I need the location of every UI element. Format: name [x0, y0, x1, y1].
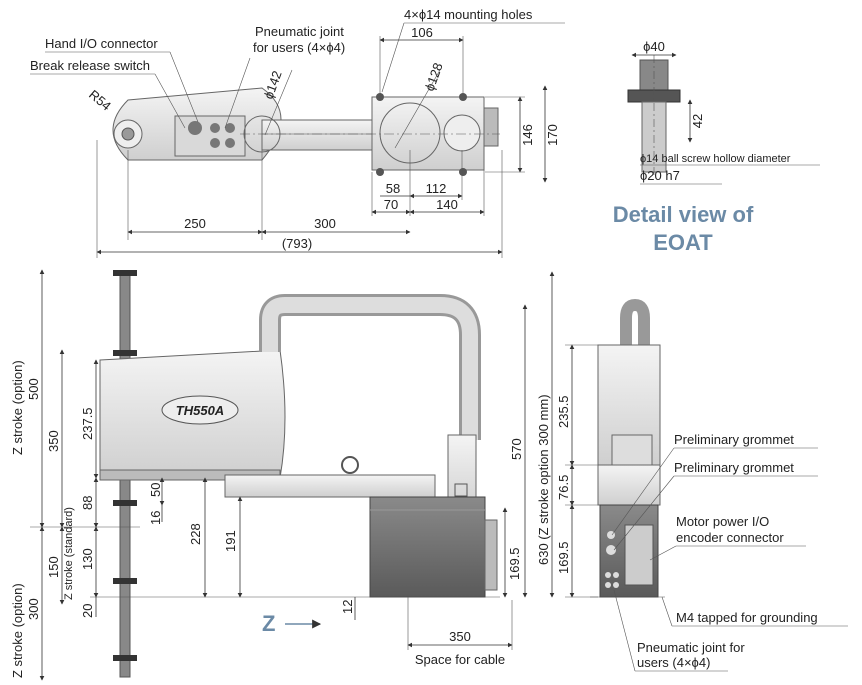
label-pneumatic-bottom-2: users (4×ϕ4) — [637, 655, 710, 670]
dim-228: 228 — [188, 523, 203, 545]
dim-300-h: 300 — [314, 216, 336, 231]
dim-112: 112 — [426, 181, 447, 196]
label-break-release: Break release switch — [30, 58, 150, 73]
dim-phi128: ϕ128 — [422, 61, 446, 93]
dim-140: 140 — [436, 197, 458, 212]
dim-58: 58 — [386, 181, 400, 196]
dim-235-5: 235.5 — [556, 395, 571, 428]
label-grommet-1: Preliminary grommet — [674, 432, 794, 447]
dim-z-standard: Z stroke (standard) — [63, 507, 75, 600]
dim-12: 12 — [340, 600, 355, 614]
label-hand-io: Hand I/O connector — [45, 36, 158, 51]
dim-250: 250 — [184, 216, 206, 231]
dim-170: 170 — [545, 124, 560, 146]
label-detail-1: Detail view of — [613, 202, 754, 227]
dim-237-5: 237.5 — [80, 407, 95, 440]
dim-50: 50 — [148, 483, 163, 497]
label-grommet-2: Preliminary grommet — [674, 460, 794, 475]
dim-146: 146 — [520, 124, 535, 146]
dim-630: 630 (Z stroke option 300 mm) — [536, 394, 551, 565]
label-pneumatic-top-2: for users (4×ϕ4) — [253, 40, 345, 55]
label-mounting-holes: 4×ϕ14 mounting holes — [404, 7, 533, 22]
dim-350-v: 350 — [46, 430, 61, 452]
dim-70: 70 — [384, 197, 398, 212]
side-view: TH550A Z stroke (option) 500 350 237.5 8… — [10, 269, 555, 681]
dim-150: 150 — [46, 556, 61, 578]
label-h7: ϕ20 h7 — [640, 168, 680, 183]
dim-76-5: 76.5 — [556, 475, 571, 500]
dim-r54: R54 — [86, 87, 114, 114]
dim-300-v: 300 — [26, 598, 41, 620]
label-pneumatic-top-1: Pneumatic joint — [255, 24, 344, 39]
model-badge: TH550A — [176, 403, 224, 418]
dim-130: 130 — [80, 548, 95, 570]
label-z-arrow: Z — [262, 611, 275, 636]
label-detail-2: EOAT — [653, 230, 713, 255]
eoat-detail: ϕ40 42 ϕ14 ball screw hollow diameter ϕ2… — [613, 39, 820, 255]
label-pneumatic-bottom-1: Pneumatic joint for — [637, 640, 745, 655]
label-motor-1: Motor power I/O — [676, 514, 769, 529]
dim-z-option-lower: Z stroke (option) — [10, 583, 25, 678]
dim-570: 570 — [509, 438, 524, 460]
dim-phi40: ϕ40 — [643, 39, 665, 54]
label-ground: M4 tapped for grounding — [676, 610, 818, 625]
dim-16: 16 — [148, 511, 163, 525]
dim-z-option-upper: Z stroke (option) — [10, 360, 25, 455]
dim-106: 106 — [411, 25, 433, 40]
dim-88: 88 — [80, 496, 95, 510]
dim-42: 42 — [690, 114, 705, 128]
dim-500: 500 — [26, 378, 41, 400]
dim-350-h: 350 — [449, 629, 471, 644]
dim-169-5-a: 169.5 — [507, 547, 522, 580]
dim-793: (793) — [282, 236, 312, 251]
top-view: 106 146 170 58 112 70 140 250 300 (793) … — [30, 7, 565, 258]
dim-191: 191 — [223, 530, 238, 552]
label-cable-space: Space for cable — [415, 652, 505, 667]
dim-169-5-b: 169.5 — [556, 541, 571, 574]
dim-20: 20 — [80, 604, 95, 618]
label-motor-2: encoder connector — [676, 530, 784, 545]
label-ball-screw: ϕ14 ball screw hollow diameter — [640, 153, 791, 165]
front-view: 235.5 76.5 169.5 Preliminary grommet Pre… — [556, 298, 848, 672]
